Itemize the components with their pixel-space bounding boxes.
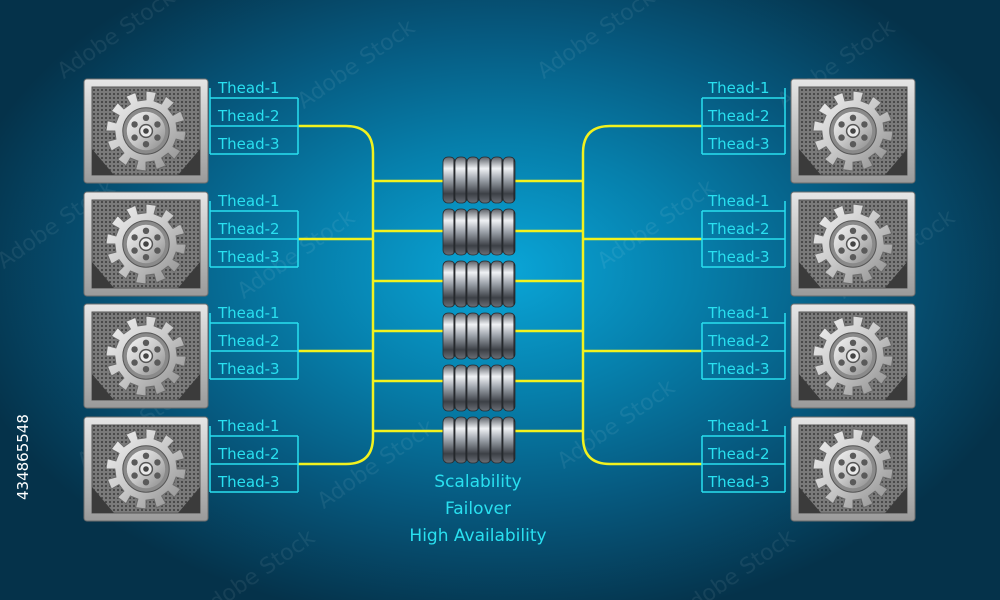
- gear-icon: [812, 90, 894, 172]
- watermark-text: Adobe Stock: [193, 525, 320, 600]
- thread-label: Thead-2: [217, 220, 280, 238]
- server-node-right-2: [790, 191, 916, 297]
- server-node-right-4: [790, 416, 916, 522]
- watermark-text: Adobe Stock: [673, 525, 800, 600]
- thread-label: Thead-1: [707, 192, 770, 210]
- server-node-right-3: [790, 303, 916, 409]
- gear-icon: [105, 203, 187, 285]
- caption-scalability: Scalability: [434, 472, 521, 492]
- thread-label: Thead-3: [217, 473, 280, 491]
- gear-icon: [812, 315, 894, 397]
- thread-label: Thead-1: [707, 417, 770, 435]
- disk-stack-icon: [442, 416, 516, 464]
- thread-label: Thead-3: [707, 360, 770, 378]
- thread-label: Thead-3: [217, 360, 280, 378]
- server-node-left-4: [83, 416, 209, 522]
- thread-label: Thead-3: [217, 135, 280, 153]
- watermark-text: Adobe Stock: [533, 0, 660, 84]
- captions: Scalability Failover High Availability: [409, 472, 546, 546]
- disk-stack-icon: [442, 208, 516, 256]
- disk-stack-icon: [442, 312, 516, 360]
- disk-stack-icon: [442, 260, 516, 308]
- thread-label: Thead-2: [707, 445, 770, 463]
- thread-label: Thead-2: [707, 332, 770, 350]
- thread-label: Thead-2: [707, 220, 770, 238]
- bus-right: [581, 124, 702, 466]
- gear-icon: [812, 428, 894, 510]
- bus-left: [298, 124, 375, 466]
- server-nodes: [83, 78, 916, 522]
- disk-stack-icon: [442, 156, 516, 204]
- cluster-stack: [442, 156, 516, 464]
- thread-label: Thead-1: [707, 79, 770, 97]
- gear-icon: [105, 90, 187, 172]
- thread-label: Thead-3: [707, 135, 770, 153]
- server-node-right-1: [790, 78, 916, 184]
- thread-labels: Thead-1Thead-2Thead-3Thead-1Thead-2Thead…: [209, 79, 786, 493]
- thread-label: Thead-1: [217, 304, 280, 322]
- connector-lines: [298, 124, 702, 466]
- thread-label: Thead-1: [217, 192, 280, 210]
- server-node-left-2: [83, 191, 209, 297]
- caption-high-availability: High Availability: [409, 526, 546, 546]
- watermark-text: Adobe Stock: [593, 175, 720, 274]
- server-node-left-3: [83, 303, 209, 409]
- gear-icon: [812, 203, 894, 285]
- thread-label: Thead-3: [707, 248, 770, 266]
- stock-id: 434865548: [14, 414, 32, 500]
- disk-stack-icon: [442, 364, 516, 412]
- thread-label: Thead-2: [217, 332, 280, 350]
- thread-label: Thead-3: [217, 248, 280, 266]
- thread-label: Thead-2: [707, 107, 770, 125]
- gear-icon: [105, 428, 187, 510]
- thread-label: Thead-1: [707, 304, 770, 322]
- thread-label: Thead-2: [217, 107, 280, 125]
- gear-icon: [105, 315, 187, 397]
- thread-label: Thead-3: [707, 473, 770, 491]
- thread-label: Thead-2: [217, 445, 280, 463]
- server-node-left-1: [83, 78, 209, 184]
- watermark-text: Adobe Stock: [53, 0, 180, 84]
- thread-label: Thead-1: [217, 417, 280, 435]
- thread-label: Thead-1: [217, 79, 280, 97]
- watermark-text: Adobe Stock: [553, 375, 680, 474]
- caption-failover: Failover: [445, 499, 511, 519]
- watermark-text: Adobe Stock: [293, 15, 420, 114]
